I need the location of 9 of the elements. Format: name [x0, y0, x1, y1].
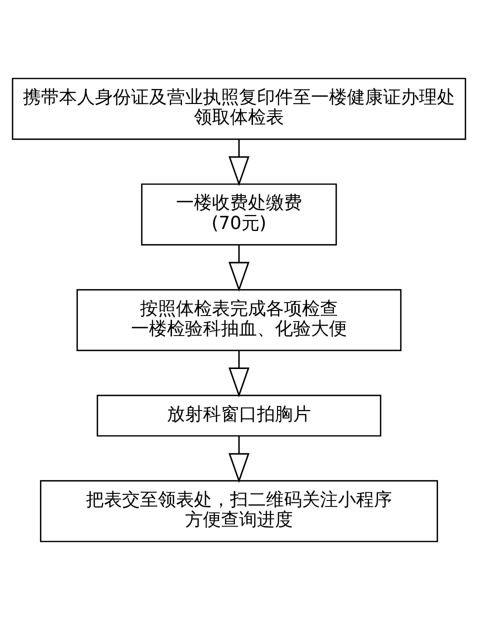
arrow	[228, 244, 250, 292]
node-box: 把表交至领表处，扫二维码关注小程序方便查询进度	[40, 480, 438, 542]
arrow	[228, 436, 250, 484]
node-box: 携带本人身份证及营业执照复印件至一楼健康证办理处领取体检表	[12, 78, 466, 140]
arrow	[228, 139, 250, 186]
node-box: 放射科窗口拍胸片	[96, 394, 382, 437]
node-box: 一楼收费处缴费 (70元)	[141, 183, 337, 246]
arrow	[228, 350, 250, 398]
node-box: 按照体检表完成各项检查 一楼检验科抽血、化验大便	[76, 289, 402, 352]
